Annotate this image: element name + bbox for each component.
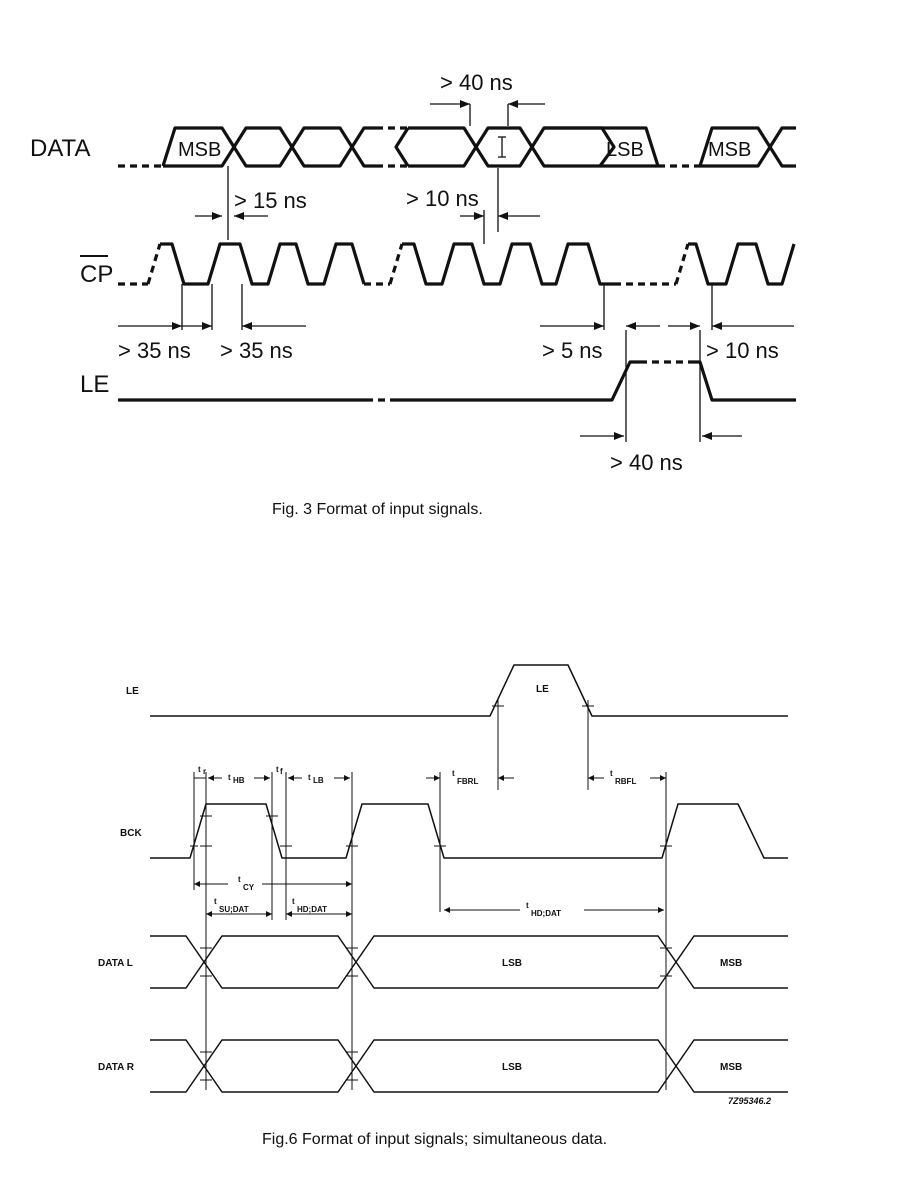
fig3-t15: > 15 ns xyxy=(234,188,307,213)
fig3-caption: Fig. 3 Format of input signals. xyxy=(272,501,483,518)
fig6-caption: Fig.6 Format of input signals; simultane… xyxy=(262,1131,607,1148)
fig3-data-msb2: MSB xyxy=(708,139,751,161)
fig6-datar-lsb: LSB xyxy=(502,1062,522,1073)
svg-text:t: t xyxy=(610,769,613,778)
fig6-label-datar: DATA R xyxy=(98,1062,135,1073)
svg-text:t: t xyxy=(292,897,295,906)
fig3-t10b: > 10 ns xyxy=(706,338,779,363)
fig3-cp-waveform xyxy=(118,242,796,286)
svg-text:t: t xyxy=(238,875,241,884)
fig3-label-cp: CP xyxy=(80,261,113,288)
fig6-thd2: HD;DAT xyxy=(531,909,561,918)
svg-text:r: r xyxy=(203,767,206,776)
fig3-t5: > 5 ns xyxy=(542,338,603,363)
fig6-label-le: LE xyxy=(126,686,139,697)
fig6-thd1: HD;DAT xyxy=(297,905,327,914)
fig3-le-waveform xyxy=(118,360,796,402)
fig3-label-data: DATA xyxy=(30,135,90,162)
svg-text:t: t xyxy=(228,773,231,782)
fig6-le-pulse-label: LE xyxy=(536,684,549,695)
fig3-diagram: DATA CP LE MSB LSB MSB xyxy=(30,70,796,518)
svg-text:t: t xyxy=(198,765,201,774)
fig3-label-le: LE xyxy=(80,371,109,398)
fig3-t35b: > 35 ns xyxy=(220,338,293,363)
fig6-datar-msb: MSB xyxy=(720,1062,742,1073)
fig6-le-waveform xyxy=(150,664,788,717)
fig6-datal-waveform xyxy=(150,935,788,989)
fig3-t40-bottom: > 40 ns xyxy=(610,450,683,475)
fig6-tcy: CY xyxy=(243,883,255,892)
fig6-tfbrl: FBRL xyxy=(457,777,478,786)
fig6-tsu: SU;DAT xyxy=(219,905,249,914)
svg-text:t: t xyxy=(276,765,279,774)
fig6-datal-lsb: LSB xyxy=(502,958,522,969)
fig6-code: 7Z95346.2 xyxy=(728,1096,771,1106)
fig6-timing-labels: t r t HB t f t LB t FBRL t RBFL t CY t S… xyxy=(198,765,636,918)
fig6-timing-arrows xyxy=(190,705,672,1081)
fig6-datal-msb: MSB xyxy=(720,958,742,969)
svg-text:t: t xyxy=(308,773,311,782)
fig6-datar-waveform xyxy=(150,1039,788,1093)
fig3-t40-top: > 40 ns xyxy=(440,70,513,95)
svg-text:t: t xyxy=(452,769,455,778)
fig6-label-bck: BCK xyxy=(120,828,142,839)
svg-text:f: f xyxy=(280,767,283,776)
fig6-diagram: LE BCK DATA L DATA R LE LSB MSB LSB MSB xyxy=(98,664,788,1148)
fig3-t10a: > 10 ns xyxy=(406,186,479,211)
fig3-data-msb1: MSB xyxy=(178,139,221,161)
fig6-reference-lines xyxy=(193,700,667,1090)
fig6-label-datal: DATA L xyxy=(98,958,133,969)
fig6-thb: HB xyxy=(233,776,245,785)
fig3-timing-annotations: > 40 ns > 15 ns > 10 ns xyxy=(118,70,794,475)
svg-text:t: t xyxy=(214,897,217,906)
fig3-t35a: > 35 ns xyxy=(118,338,191,363)
svg-text:t: t xyxy=(526,901,529,910)
fig6-trbfl: RBFL xyxy=(615,777,636,786)
fig6-tlb: LB xyxy=(313,776,324,785)
fig3-data-lsb: LSB xyxy=(606,139,644,161)
fig6-bck-waveform xyxy=(150,803,788,859)
fig3-data-waveform xyxy=(118,126,796,168)
